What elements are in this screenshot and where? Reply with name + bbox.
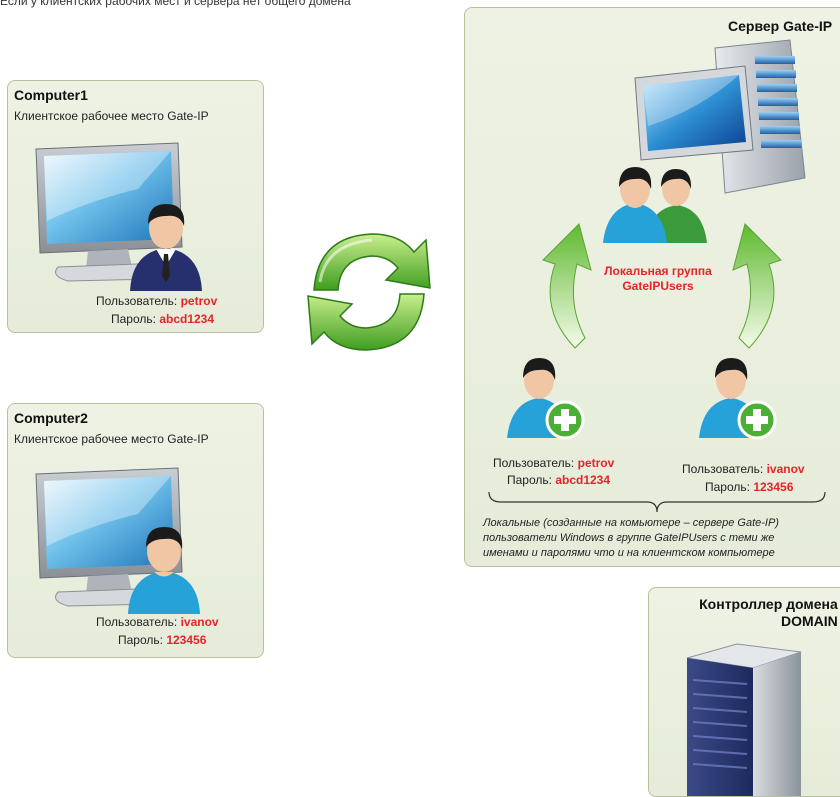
local-user2-user-line: Пользователь: ivanov bbox=[682, 462, 805, 476]
domain-controller-panel: Контроллер домена DOMAIN bbox=[648, 587, 840, 797]
computer1-user-line: Пользователь: petrov bbox=[96, 294, 217, 308]
local-user2-pass-label: Пароль: bbox=[705, 480, 750, 494]
domain-title-line1: Контроллер домена bbox=[699, 596, 838, 612]
monitor-icon bbox=[35, 467, 183, 607]
computer2-panel: Computer2 Клиентское рабочее место Gate-… bbox=[7, 403, 264, 658]
top-caption: Если у клиентских рабочих мест и сервера… bbox=[0, 0, 351, 8]
computer1-title: Computer1 bbox=[14, 87, 88, 103]
group-label-line1: Локальная группа bbox=[604, 264, 712, 278]
sync-icon bbox=[307, 233, 431, 351]
domain-title: Контроллер домена DOMAIN bbox=[689, 596, 838, 630]
computer2-user-value: ivanov bbox=[180, 615, 219, 629]
server-tower-icon bbox=[686, 643, 802, 796]
arrow-up-icon bbox=[732, 223, 782, 349]
brace-divider bbox=[488, 491, 826, 513]
arrow-up-icon bbox=[542, 223, 592, 349]
local-user1-user-value: petrov bbox=[577, 456, 615, 470]
computer2-title: Computer2 bbox=[14, 410, 88, 426]
computer2-user-line: Пользователь: ivanov bbox=[96, 615, 219, 629]
local-user1-pass-line: Пароль: abcd1234 bbox=[507, 473, 610, 487]
monitor-icon bbox=[35, 142, 183, 282]
computer2-subtitle: Клиентское рабочее место Gate-IP bbox=[14, 432, 209, 446]
computer1-panel: Computer1 Клиентское рабочее место Gate-… bbox=[7, 80, 264, 333]
local-user2-pass-line: Пароль: 123456 bbox=[705, 480, 793, 494]
user-business-icon bbox=[130, 204, 202, 291]
computer1-pass-line: Пароль: abcd1234 bbox=[111, 312, 214, 326]
local-user1-pass-value: abcd1234 bbox=[555, 473, 611, 487]
computer2-user-label: Пользователь: bbox=[96, 615, 178, 629]
note-line1: Локальные (созданные на комьютере – серв… bbox=[483, 517, 779, 529]
user-casual-icon bbox=[128, 527, 200, 614]
computer2-pass-value: 123456 bbox=[166, 633, 207, 647]
computer1-pass-label: Пароль: bbox=[111, 312, 156, 326]
computer1-subtitle: Клиентское рабочее место Gate-IP bbox=[14, 109, 209, 123]
server-computer-icon bbox=[634, 39, 806, 194]
group-label: Локальная группа GateIPUsers bbox=[583, 264, 733, 294]
local-user2-pass-value: 123456 bbox=[753, 480, 794, 494]
add-user-icon bbox=[699, 358, 777, 440]
computer2-pass-label: Пароль: bbox=[118, 633, 163, 647]
local-user1-user-label: Пользователь: bbox=[493, 456, 575, 470]
server-panel: Сервер Gate-IP bbox=[464, 7, 840, 567]
local-users-note: Локальные (созданные на комьютере – серв… bbox=[483, 516, 779, 561]
add-user-icon bbox=[507, 358, 585, 440]
computer1-pass-value: abcd1234 bbox=[159, 312, 215, 326]
user-group-icon bbox=[603, 167, 707, 243]
computer1-user-label: Пользователь: bbox=[96, 294, 178, 308]
local-user1-user-line: Пользователь: petrov bbox=[493, 456, 614, 470]
note-line2: пользователи Windows в группе GateIPUser… bbox=[483, 532, 775, 544]
local-user2-user-label: Пользователь: bbox=[682, 462, 764, 476]
group-label-line2: GateIPUsers bbox=[622, 279, 694, 293]
computer1-user-value: petrov bbox=[180, 294, 218, 308]
note-line3: именами и паролями что и на клиентском к… bbox=[483, 547, 775, 559]
server-title: Сервер Gate-IP bbox=[728, 18, 833, 34]
computer2-pass-line: Пароль: 123456 bbox=[118, 633, 206, 647]
local-user1-pass-label: Пароль: bbox=[507, 473, 552, 487]
local-user2-user-value: ivanov bbox=[766, 462, 805, 476]
domain-title-line2: DOMAIN bbox=[781, 613, 838, 629]
